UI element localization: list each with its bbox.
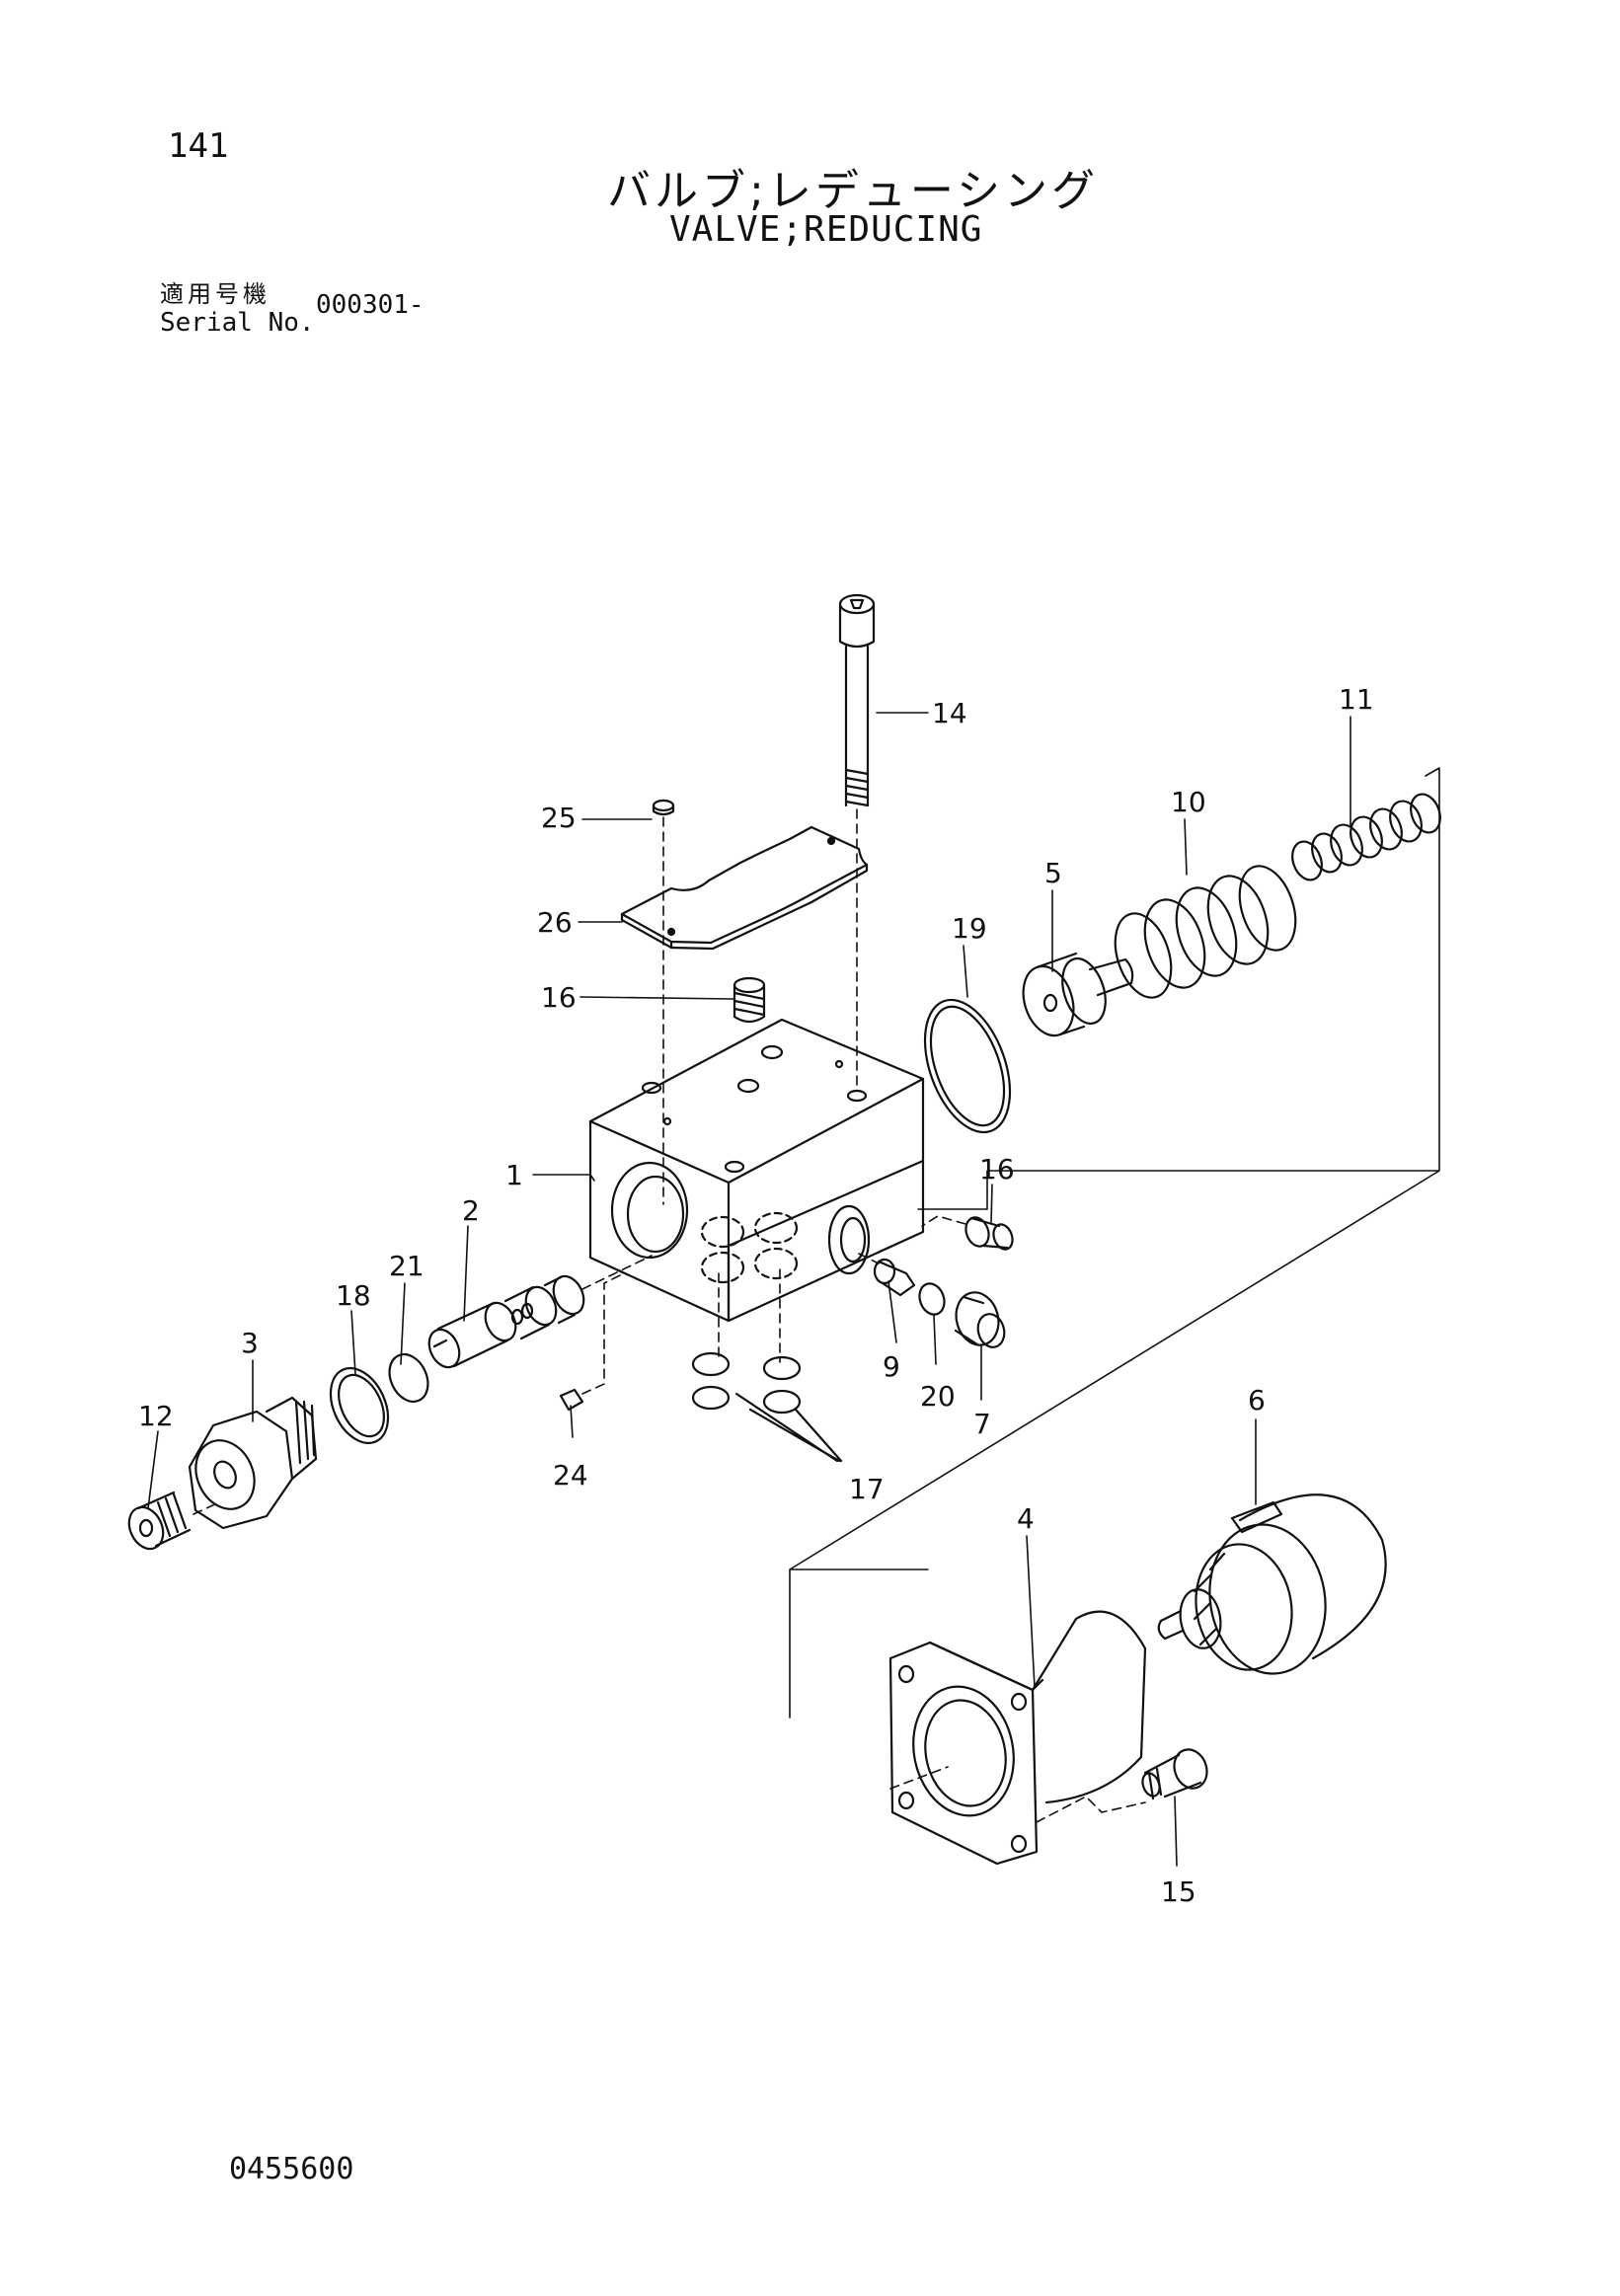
label-part-3: 3 — [241, 1327, 259, 1359]
part-19-o-ring — [923, 998, 1012, 1134]
part-6-solenoid — [1157, 1493, 1387, 1675]
part-15-bolt — [1141, 1748, 1208, 1800]
label-part-15: 15 — [1161, 1875, 1196, 1908]
serial-label-japanese: 適用号機 — [160, 280, 270, 308]
label-part-18: 18 — [336, 1279, 371, 1312]
label-part-19: 19 — [952, 912, 987, 945]
label-part-16-side: 16 — [979, 1153, 1015, 1186]
part-1-valve-body — [588, 1018, 925, 1323]
label-part-16-top: 16 — [541, 981, 577, 1014]
part-18-o-ring — [329, 1367, 390, 1444]
leader-lines — [147, 712, 1351, 1867]
part-10-spring — [1114, 865, 1297, 999]
label-part-20: 20 — [920, 1380, 956, 1413]
label-part-7: 7 — [973, 1408, 991, 1440]
part-2-spool — [427, 1255, 653, 1369]
title-english: VALVE;REDUCING — [669, 209, 983, 250]
label-part-5: 5 — [1044, 857, 1062, 889]
label-part-10: 10 — [1171, 786, 1206, 818]
label-part-1: 1 — [505, 1159, 523, 1191]
part-26-cover-plate — [620, 825, 869, 951]
part-14-bolt — [838, 593, 876, 1087]
part-21-o-ring — [388, 1352, 429, 1404]
part-16-plug-top — [733, 976, 766, 1024]
part-16-plug-side — [921, 1215, 1014, 1251]
label-part-2: 2 — [462, 1194, 480, 1227]
label-part-14: 14 — [932, 697, 967, 729]
drawing-code: 0455600 — [229, 2152, 354, 2186]
part-3-plug — [188, 1396, 318, 1530]
serial-value: 000301- — [316, 290, 424, 320]
page-number: 141 — [168, 126, 229, 166]
part-5-poppet — [1022, 952, 1134, 1037]
label-part-24: 24 — [553, 1459, 588, 1492]
label-part-25: 25 — [541, 802, 577, 834]
part-11-spring — [1291, 793, 1441, 881]
label-part-9: 9 — [883, 1350, 900, 1383]
label-part-4: 4 — [1017, 1502, 1035, 1535]
part-25-screw — [652, 799, 675, 1205]
label-part-6: 6 — [1248, 1384, 1266, 1416]
label-part-12: 12 — [138, 1400, 174, 1432]
label-part-26: 26 — [537, 906, 573, 939]
label-part-21: 21 — [389, 1250, 424, 1282]
part-17-o-rings — [691, 1268, 843, 1463]
part-12-plug — [127, 1491, 220, 1551]
label-part-11: 11 — [1339, 683, 1374, 716]
serial-label-english: Serial No. — [160, 308, 315, 338]
part-20-o-ring — [918, 1282, 946, 1316]
label-part-17: 17 — [849, 1473, 885, 1505]
part-4-case — [888, 1610, 1147, 1866]
part-24-set-screw — [559, 1272, 625, 1412]
part-labels: 1 2 3 4 5 6 7 9 10 11 12 14 15 16 16 17 … — [138, 683, 1374, 1908]
part-7-plug — [954, 1291, 1006, 1348]
part-9-piston — [858, 1253, 916, 1297]
title-japanese: バルブ;レデューシング — [607, 166, 1099, 216]
assembly-boundary-line — [789, 767, 1440, 1719]
